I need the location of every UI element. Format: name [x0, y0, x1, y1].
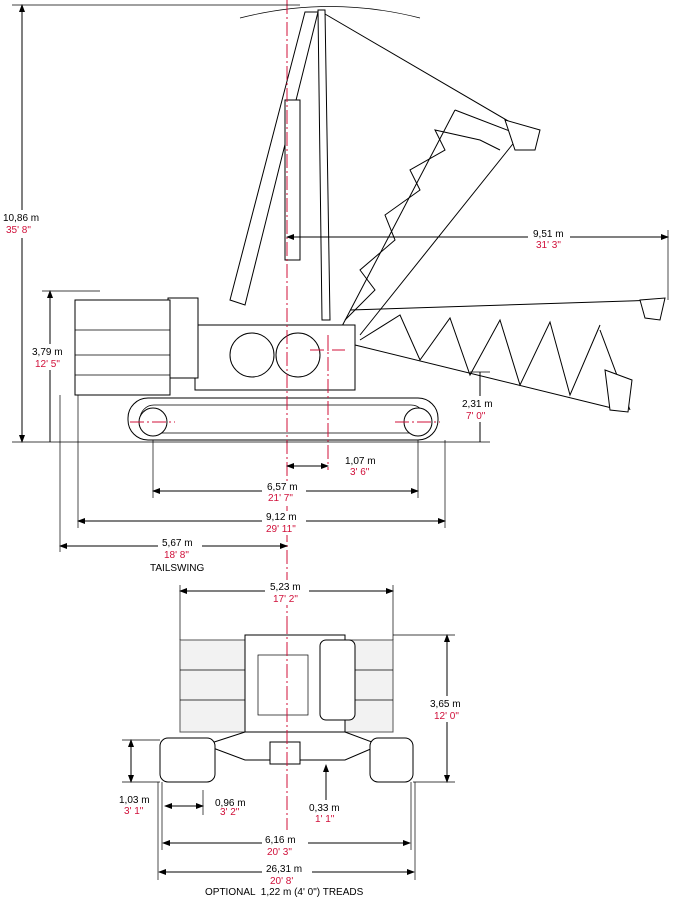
dimension-label: 2,31 m	[462, 399, 493, 410]
dimension-height-total: 10,86 m 35' 8"	[2, 4, 490, 443]
dimension-tread-width: 0,96 m 3' 2"	[164, 790, 246, 818]
dimension-label: 21' 7"	[268, 493, 293, 504]
dimension-track-length: 6,57 m 21' 7"	[152, 440, 419, 505]
dimension-label: 3' 6"	[350, 467, 370, 478]
dimension-label: 1,07 m	[345, 456, 376, 467]
operator-cab	[319, 639, 356, 721]
upper-house	[194, 324, 356, 391]
pendant-line	[324, 13, 516, 126]
dimension-label: 18' 8"	[164, 550, 189, 561]
dimension-boom-foot-height: 2,31 m 7' 0"	[460, 371, 500, 442]
optional-treads-note: OPTIONAL 1,22 m (4' 0") TREADS	[205, 887, 364, 898]
dimension-label: 12' 0"	[434, 711, 459, 722]
dimension-label: 3,65 m	[430, 699, 461, 710]
backstay	[229, 11, 319, 306]
swing-arc	[239, 6, 421, 19]
dimension-label: 26,31 m	[266, 864, 302, 875]
front-view-crane	[159, 634, 414, 783]
dimension-label: 6,16 m	[265, 835, 296, 846]
machinery-housing	[167, 297, 199, 379]
dimension-label: 17' 2"	[273, 594, 298, 605]
drum-housing	[257, 654, 309, 716]
dimension-rotation-offset: 1,07 m 3' 6"	[286, 456, 376, 478]
hydraulic-cylinder	[284, 99, 301, 261]
dimension-label: 3,79 m	[32, 347, 63, 358]
track-left	[159, 737, 216, 783]
dimension-label: 9,51 m	[533, 229, 564, 240]
dimension-label: 3' 2"	[220, 807, 240, 818]
dimension-label: 1,03 m	[119, 795, 150, 806]
dimension-label: 31' 3"	[536, 240, 561, 251]
lower-boom	[349, 297, 666, 413]
dimension-label: 20' 8'	[270, 876, 293, 887]
dimension-label: 0,33 m	[309, 803, 340, 814]
dimension-label: 9,12 m	[266, 512, 297, 523]
height-total-imperial: 35' 8"	[6, 225, 31, 236]
dimension-ground-clearance: 0,33 m 1' 1"	[309, 764, 340, 825]
height-total-metric: 10,86 m	[3, 213, 39, 224]
dimension-label: 7' 0"	[466, 411, 486, 422]
dimension-overall-length: 9,12 m 29' 11"	[77, 395, 446, 535]
dimension-label: 3' 1"	[124, 806, 144, 817]
dimension-label: 5,23 m	[270, 582, 301, 593]
dimension-tailswing: 5,67 m 18' 8" TAILSWING	[59, 395, 288, 574]
track-right	[369, 737, 414, 783]
tailswing-label: TAILSWING	[150, 563, 204, 574]
center-pin	[269, 741, 301, 765]
dimension-boom-reach: 9,51 m 31' 3"	[286, 228, 669, 300]
side-view-crane	[74, 6, 666, 441]
drum-left	[229, 332, 275, 378]
counterweight-left	[179, 639, 246, 733]
dimension-label: 20' 3"	[267, 847, 292, 858]
dimension-upper-height: 3,65 m 12' 0"	[393, 634, 468, 783]
dimension-label: 12' 5"	[35, 359, 60, 370]
dimension-track-gauge: 6,16 m 20' 3"	[161, 782, 412, 858]
dimension-label: 5,67 m	[162, 538, 193, 549]
dimension-upper-width: 5,23 m 17' 2"	[179, 580, 394, 640]
dimension-label: 29' 11"	[266, 524, 296, 535]
dimension-label: 1' 1"	[315, 814, 335, 825]
dimension-counterweight-height: 3,79 m 12' 5"	[30, 290, 100, 442]
dimension-label: 6,57 m	[267, 482, 298, 493]
dimension-label: 0,96 m	[215, 798, 246, 809]
dimension-overall-width: 26,31 m 20' 8'	[157, 782, 416, 887]
crawler-track	[127, 397, 439, 441]
upper-boom	[339, 109, 541, 336]
mast	[317, 9, 331, 321]
drum-right	[275, 332, 321, 378]
dimension-track-height: 1,03 m 3' 1"	[119, 739, 160, 817]
counterweight	[74, 299, 171, 396]
